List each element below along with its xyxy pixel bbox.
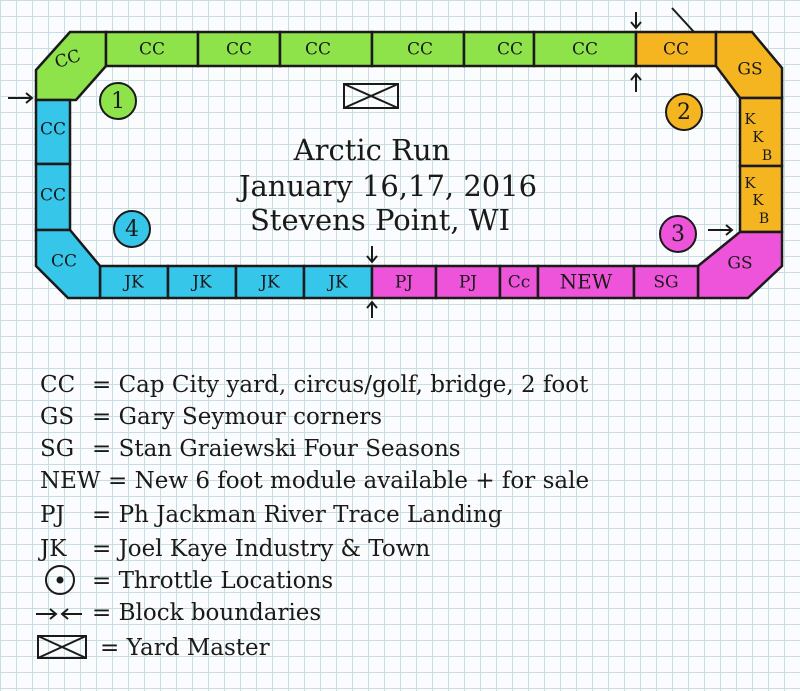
label-corner-bottom-right: GS <box>727 254 752 274</box>
label-bottom-6: PJ <box>459 273 477 293</box>
label-right-1-k1: K <box>744 110 756 128</box>
title-line-2: January 16,17, 2016 <box>236 169 537 203</box>
throttle-4-label: 4 <box>125 217 139 242</box>
title-line-1: Arctic Run <box>293 133 451 167</box>
module-top-3 <box>278 30 374 68</box>
legend-desc-cc: = Cap City yard, circus/golf, bridge, 2 … <box>92 372 589 398</box>
legend-desc-blocks: = Block boundaries <box>92 600 321 626</box>
label-top-1: CC <box>139 40 165 60</box>
throttle-3-circle <box>659 215 697 253</box>
legend-key-cc: CC <box>40 372 75 398</box>
label-corner-top-right: GS <box>737 60 762 80</box>
label-bottom-7: Cc <box>508 273 531 293</box>
module-top-6 <box>532 30 638 68</box>
module-right-1 <box>738 96 784 168</box>
module-bottom-2 <box>166 264 238 300</box>
legend-key-sg: SG <box>40 436 74 462</box>
label-right-2-k2: K <box>752 191 764 209</box>
module-corner-bottom-left <box>34 228 102 300</box>
throttle-4-circle <box>113 210 151 248</box>
block-boundary-arrow-top-right <box>630 7 695 92</box>
block-boundary-arrow-left <box>8 92 34 104</box>
yard-master-icon <box>343 83 399 109</box>
module-bottom-7 <box>498 264 540 300</box>
label-bottom-3: JK <box>258 273 280 293</box>
label-right-1: K K B <box>744 110 772 164</box>
label-right-2-k1: K <box>744 174 756 192</box>
legend-desc-jk: = Joel Kaye Industry & Town <box>92 536 430 562</box>
label-right-2-b: B <box>759 211 769 227</box>
legend-desc-throttle: = Throttle Locations <box>92 568 333 594</box>
legend-desc-pj: = Ph Jackman River Trace Landing <box>92 502 503 528</box>
label-bottom-9: SG <box>653 273 678 293</box>
legend-key-gs: GS <box>40 404 74 430</box>
legend-key-jk: JK <box>38 536 67 562</box>
label-bottom-8: NEW <box>560 270 613 294</box>
title-line-3: Stevens Point, WI <box>250 203 510 237</box>
label-top-3: CC <box>305 40 331 60</box>
legend-throttle-icon <box>45 565 75 595</box>
legend-yard-master-icon <box>37 635 87 659</box>
label-right-1-k2: K <box>752 128 764 146</box>
legend-key-pj: PJ <box>40 502 65 528</box>
label-bottom-2: JK <box>190 273 212 293</box>
legend-desc-yard-master: = Yard Master <box>100 635 270 661</box>
legend-desc-sg: = Stan Graiewski Four Seasons <box>92 436 461 462</box>
legend-desc-new: = New 6 foot module available + for sale <box>108 468 589 494</box>
legend-block-arrows-icon <box>36 608 82 620</box>
block-boundary-arrow-right <box>708 224 734 236</box>
module-bottom-5 <box>370 264 438 300</box>
label-bottom-4: JK <box>326 273 348 293</box>
throttle-1-circle <box>99 82 137 120</box>
label-bottom-1: JK <box>122 273 144 293</box>
label-top-6: CC <box>572 40 598 60</box>
throttle-2-label: 2 <box>677 100 691 125</box>
legend-key-new: NEW <box>40 468 101 494</box>
label-left-2: CC <box>40 186 66 206</box>
label-right-2: K K B <box>744 174 769 227</box>
label-top-7: CC <box>663 40 689 60</box>
label-bottom-5: PJ <box>395 273 413 293</box>
module-top-7 <box>634 30 718 68</box>
label-right-1-b: B <box>762 148 772 164</box>
module-bottom-9 <box>632 264 700 300</box>
label-top-4: CC <box>407 40 433 60</box>
module-top-4 <box>370 30 466 68</box>
block-boundary-arrow-bottom <box>366 246 378 318</box>
throttle-1-label: 1 <box>111 89 125 114</box>
label-left-1: CC <box>40 120 66 140</box>
label-top-5: CC <box>497 40 523 60</box>
legend-desc-gs: = Gary Seymour corners <box>92 404 382 430</box>
module-left-1 <box>34 98 72 166</box>
legend: CC = Cap City yard, circus/golf, bridge,… <box>36 372 589 661</box>
throttle-3-label: 3 <box>671 222 685 247</box>
label-corner-bottom-left: CC <box>51 252 77 272</box>
throttle-2-circle <box>665 93 703 131</box>
module-top-1 <box>104 30 200 68</box>
label-top-2: CC <box>226 40 252 60</box>
